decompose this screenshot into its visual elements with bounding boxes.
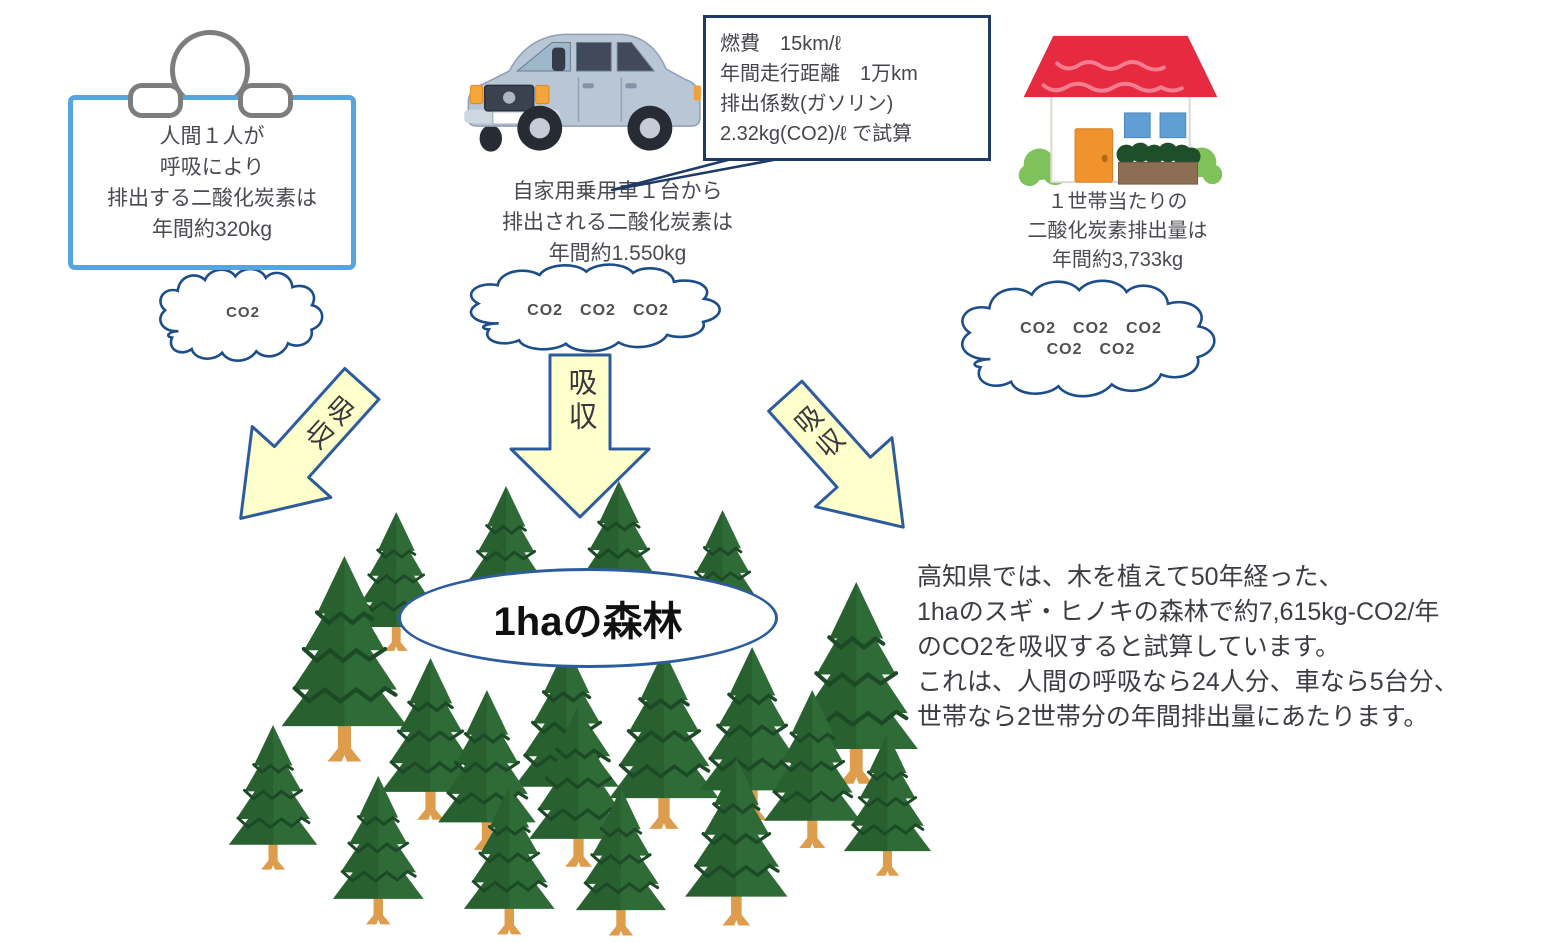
fuel-callout-box: 燃費 15km/ℓ 年間走行距離 1万km 排出係数(ガソリン) 2.32kg(… (703, 15, 991, 161)
human-sign-board: 人間１人が 呼吸により 排出する二酸化炭素は 年間約320kg (68, 95, 356, 270)
tree-icon (842, 733, 933, 883)
co2-cloud-car-label: CO2 CO2 CO2 (527, 302, 669, 319)
house-caption: １世帯当たりの 二酸化炭素排出量は 年間約3,733kg (1027, 191, 1208, 271)
human-sign-text: 人間１人が 呼吸により 排出する二酸化炭素は 年間約320kg (107, 124, 317, 241)
co2-cloud-human-label: CO2 (226, 304, 260, 321)
tree-icon (331, 776, 426, 932)
absorb-arrow-middle-label: 吸収 (564, 367, 596, 436)
tree-icon (683, 758, 790, 934)
house-icon (1018, 35, 1223, 187)
car-icon (464, 33, 701, 152)
tree-icon (462, 786, 557, 942)
forest-oval-label: 1haの森林 (493, 600, 683, 644)
person-left-hand-icon (128, 83, 183, 118)
absorb-arrow-middle: 吸収 (505, 352, 655, 522)
tree-icon (227, 725, 319, 877)
tree-icon (574, 788, 668, 943)
fuel-callout-text: 燃費 15km/ℓ 年間走行距離 1万km 排出係数(ガソリン) 2.32kg(… (720, 33, 918, 145)
explanation-text: 高知県では、木を植えて50年経った、 1haのスギ・ヒノキの森林で約7,615k… (917, 563, 1459, 731)
car-caption: 自家用乗用車１台から 排出される二酸化炭素は 年間約1.550kg (502, 180, 733, 265)
co2-cloud-household-label: CO2 CO2 CO2 CO2 CO2 (1020, 320, 1162, 358)
forest-oval: 1haの森林 (398, 568, 778, 668)
person-right-hand-icon (238, 83, 293, 118)
